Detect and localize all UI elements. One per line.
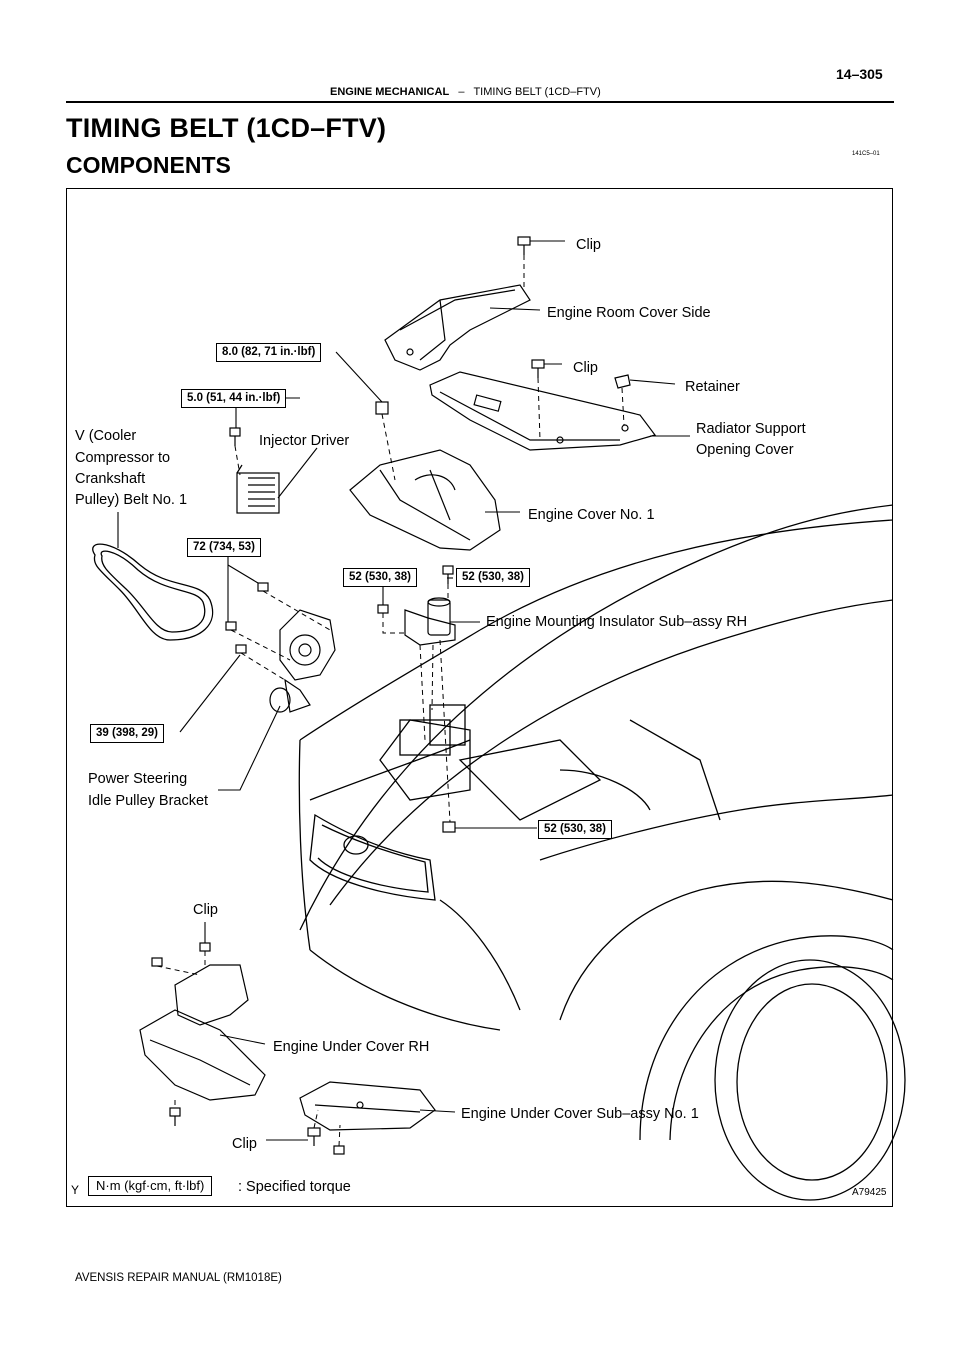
injector-driver-part: [236, 464, 280, 514]
torque-spec-injector-driver: 5.0 (51, 44 in.·lbf): [181, 389, 287, 408]
label-v-belt-line4: Pulley) Belt No. 1: [75, 492, 188, 508]
torque-spec-mount-bolt: 52 (530, 38): [456, 568, 531, 587]
torque-spec-engine-cover-nut: 8.0 (82, 71 in.·lbf): [216, 343, 322, 362]
page-title: TIMING BELT (1CD–FTV): [66, 113, 387, 143]
torque-spec-mount-nut: 52 (530, 38): [343, 568, 418, 587]
v-belt: [92, 543, 214, 641]
label-engine-cover-no1: Engine Cover No. 1: [528, 507, 655, 523]
engine-cover: [349, 449, 501, 551]
section-subtitle: COMPONENTS: [66, 152, 231, 178]
label-clip-bottom: Clip: [232, 1136, 257, 1152]
label-v-belt-line3: Crankshaft: [75, 471, 146, 487]
header-topic: TIMING BELT (1CD–FTV): [473, 86, 601, 98]
torque-spec-bracket-bolt: 39 (398, 29): [90, 724, 165, 743]
car-outline: [298, 504, 906, 1201]
engine-under-cover-rh-part: [139, 964, 266, 1101]
label-radiator-support-line1: Radiator Support: [696, 421, 806, 437]
running-header: ENGINE MECHANICAL – TIMING BELT (1CD–FTV…: [330, 86, 601, 98]
leader-lines: [117, 240, 690, 1141]
fasteners: [151, 236, 631, 1155]
label-clip-top: Clip: [576, 237, 601, 253]
label-retainer: Retainer: [685, 379, 740, 395]
footer-manual-name: AVENSIS REPAIR MANUAL (RM1018E): [75, 1272, 282, 1284]
label-injector-driver: Injector Driver: [259, 433, 350, 449]
engine-mounting-part: [404, 597, 456, 646]
legend-unit-box: N·m (kgf·cm, ft·lbf): [88, 1176, 213, 1196]
engine-room-cover-side: [384, 284, 531, 371]
label-radiator-support-line2: Opening Cover: [696, 442, 794, 458]
radiator-support-cover: [429, 371, 657, 451]
label-engine-under-cover-rh: Engine Under Cover RH: [273, 1039, 430, 1055]
label-engine-mounting: Engine Mounting Insulator Sub–assy RH: [486, 614, 748, 630]
label-power-steering-line2: Idle Pulley Bracket: [88, 793, 209, 809]
header-rule: [66, 101, 894, 103]
engine-under-cover-sub-part: [299, 1081, 436, 1131]
installation-guide-lines: [156, 255, 625, 1147]
label-clip-lower: Clip: [193, 902, 218, 918]
legend-description: : Specified torque: [238, 1179, 351, 1195]
power-steering-assembly: [269, 609, 336, 713]
diagram-code: 141C5–01: [852, 151, 880, 157]
header-separator: –: [458, 86, 465, 98]
torque-spec-pump-bolt: 72 (734, 53): [187, 538, 262, 557]
label-v-belt-line1: V (Cooler: [75, 428, 137, 444]
label-power-steering-line1: Power Steering: [88, 771, 188, 787]
label-v-belt-line2: Compressor to: [75, 450, 171, 466]
label-clip-mid: Clip: [573, 360, 598, 376]
diagram-frame: [66, 188, 893, 1207]
label-engine-under-cover-sub: Engine Under Cover Sub–assy No. 1: [461, 1106, 699, 1122]
header-section: ENGINE MECHANICAL: [330, 86, 450, 98]
corner-mark: Y: [71, 1183, 80, 1197]
label-engine-room-cover-side: Engine Room Cover Side: [547, 305, 711, 321]
torque-spec-mount-lower-nut: 52 (530, 38): [538, 820, 613, 839]
page-number: 14–305: [836, 66, 883, 82]
figure-id: A79425: [852, 1187, 887, 1198]
